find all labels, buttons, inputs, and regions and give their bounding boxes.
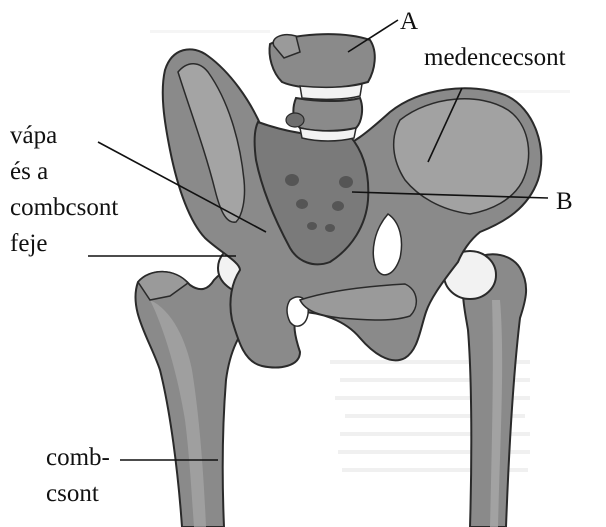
label-b: B xyxy=(556,186,573,217)
label-comb-line1: comb- xyxy=(46,442,110,473)
label-vapa-line4: feje xyxy=(10,228,47,259)
label-a: A xyxy=(400,6,418,37)
label-vapa-line3: combcsont xyxy=(10,192,118,223)
label-vapa-line2: és a xyxy=(10,156,48,187)
vertebra-body-detail xyxy=(286,113,304,127)
label-comb-line2: csont xyxy=(46,478,99,509)
lower-vertebra xyxy=(293,98,362,131)
label-medencecsont: medencecsont xyxy=(424,42,566,73)
label-vapa-line1: vápa xyxy=(10,120,57,151)
